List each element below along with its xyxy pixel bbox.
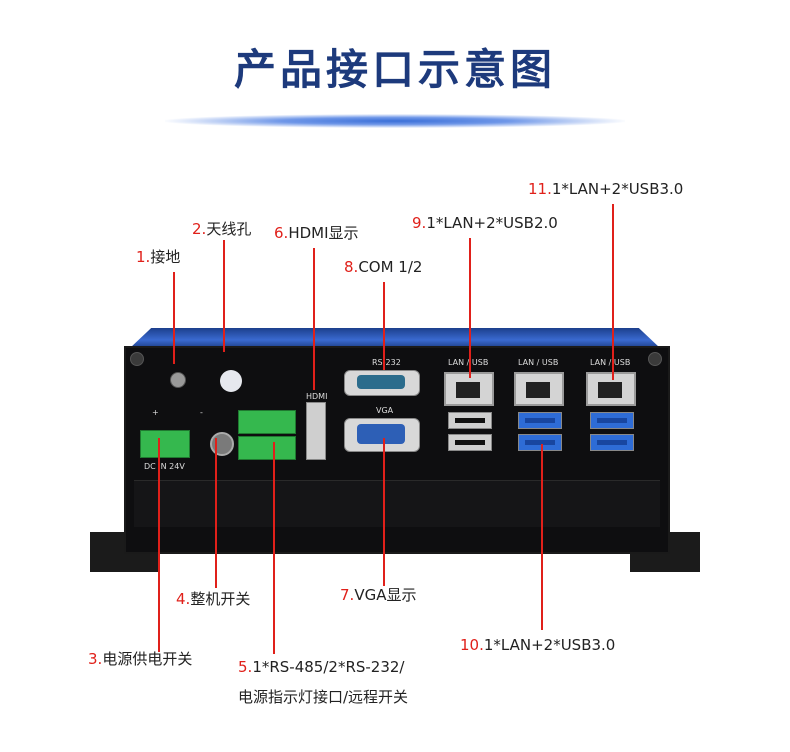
minus-label: - <box>200 408 203 417</box>
callout-com: 8.COM 1/2 <box>344 258 422 276</box>
callout-number: 6. <box>274 224 289 242</box>
callout-ground: 1.接地 <box>136 246 180 267</box>
callout-serial-ports: 5.1*RS-485/2*RS-232/ <box>238 658 404 676</box>
callout-lan-usb2: 9.1*LAN+2*USB2.0 <box>412 214 558 232</box>
usb2-port <box>448 434 492 451</box>
callout-number: 8. <box>344 258 359 276</box>
screw-icon <box>130 352 144 366</box>
callout-text: 1*RS-485/2*RS-232/ <box>252 658 405 676</box>
lan-usb-label: LAN / USB <box>518 358 559 367</box>
ground-terminal <box>170 372 186 388</box>
gpio-terminal-strip <box>134 480 660 527</box>
industrial-pc-device: + - DC IN 24V HDMI RS-232 VGA LAN / USB … <box>90 310 700 575</box>
usb3-port <box>518 412 562 429</box>
vga-label: VGA <box>376 406 394 415</box>
lan-port <box>586 372 636 406</box>
rs232-label: RS-232 <box>372 358 401 367</box>
vga-port <box>344 418 420 452</box>
callout-lan-usb3-right: 11.1*LAN+2*USB3.0 <box>528 180 683 198</box>
callout-number: 1. <box>136 248 151 266</box>
usb3-port <box>590 412 634 429</box>
callout-hdmi: 6.HDMI显示 <box>274 222 359 243</box>
callout-lan-usb3-center: 10.1*LAN+2*USB3.0 <box>460 636 615 654</box>
leader-line-10 <box>541 444 543 630</box>
usb3-port <box>590 434 634 451</box>
terminal-block-top <box>238 410 296 434</box>
dc-power-connector <box>140 430 190 458</box>
leader-line-2 <box>223 240 225 352</box>
leader-line-5 <box>273 442 275 654</box>
terminal-block-bottom <box>238 436 296 460</box>
power-button[interactable] <box>210 432 234 456</box>
callout-text: COM 1/2 <box>358 258 423 276</box>
callout-text: 1*LAN+2*USB3.0 <box>551 180 684 198</box>
screw-icon <box>648 352 662 366</box>
antenna-hole <box>220 370 242 392</box>
leader-line-4 <box>215 438 217 588</box>
callout-number: 2. <box>192 220 207 238</box>
lan-usb-label: LAN / USB <box>448 358 489 367</box>
lan-port <box>514 372 564 406</box>
leader-line-6 <box>313 248 315 390</box>
usb2-port <box>448 412 492 429</box>
callout-power-switch: 4.整机开关 <box>176 588 250 609</box>
callout-number: 11. <box>528 180 552 198</box>
leader-line-8 <box>383 282 385 370</box>
leader-line-3 <box>158 438 160 652</box>
com-port <box>344 370 420 396</box>
leader-line-11 <box>612 204 614 380</box>
callout-antenna: 2.天线孔 <box>192 218 251 239</box>
callout-number: 7. <box>340 586 355 604</box>
plus-label: + <box>152 408 159 417</box>
callout-serial-ports-line2: 电源指示灯接口/远程开关 <box>238 688 409 706</box>
device-top-cover <box>130 328 660 348</box>
hdmi-label: HDMI <box>306 392 328 401</box>
hdmi-port <box>306 402 326 460</box>
callout-number: 9. <box>412 214 427 232</box>
leader-line-1 <box>173 272 175 364</box>
callout-number: 10. <box>460 636 484 654</box>
dc-in-label: DC IN 24V <box>144 462 185 471</box>
callout-text: 整机开关 <box>190 590 251 608</box>
title-underline <box>165 114 625 128</box>
callout-vga: 7.VGA显示 <box>340 584 416 605</box>
callout-number: 3. <box>88 650 103 668</box>
leader-line-9 <box>469 238 471 378</box>
leader-line-7 <box>383 438 385 586</box>
lan-port <box>444 372 494 406</box>
usb3-port <box>518 434 562 451</box>
callout-text: 天线孔 <box>206 220 252 238</box>
page-title: 产品接口示意图 <box>233 45 556 94</box>
callout-supply-switch: 3.电源供电开关 <box>88 648 192 669</box>
callout-text: HDMI显示 <box>288 224 359 242</box>
callout-number: 4. <box>176 590 191 608</box>
callout-text: VGA显示 <box>354 586 417 604</box>
callout-text: 1*LAN+2*USB2.0 <box>426 214 558 232</box>
device-front-panel: + - DC IN 24V HDMI RS-232 VGA LAN / USB … <box>124 346 670 554</box>
callout-text: 1*LAN+2*USB3.0 <box>483 636 616 654</box>
callout-text: 电源供电开关 <box>102 650 193 668</box>
lan-usb-label: LAN / USB <box>590 358 631 367</box>
callout-text: 接地 <box>150 248 181 266</box>
callout-number: 5. <box>238 658 253 676</box>
